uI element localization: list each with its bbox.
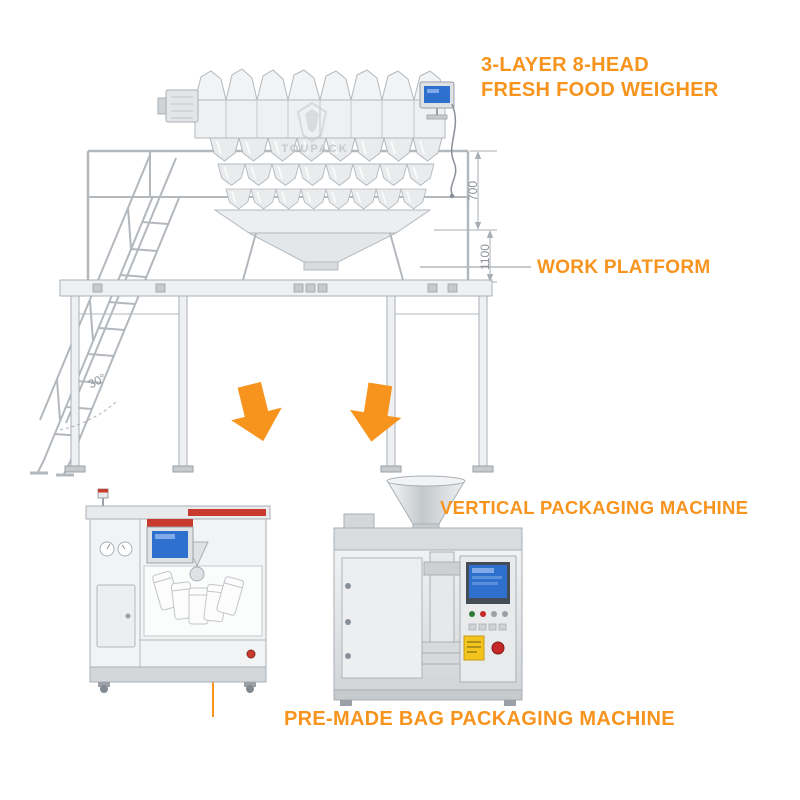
dimension-annotations <box>59 150 497 431</box>
ladder-illustration <box>30 154 180 477</box>
vertical-packaging-machine-illustration <box>333 475 523 706</box>
platform-illustration <box>59 149 494 473</box>
weigher-label-line2: FRESH FOOD WEIGHER <box>481 79 719 101</box>
vertical-machine-label: VERTICAL PACKAGING MACHINE <box>440 497 749 518</box>
premade-machine-label: PRE-MADE BAG PACKAGING MACHINE <box>284 708 675 730</box>
weigher-label: 3-LAYER 8-HEAD FRESH FOOD WEIGHER <box>481 53 719 103</box>
down-arrow-left-icon <box>231 381 282 442</box>
toupack-watermark-logo <box>296 101 328 143</box>
weigher-label-line1: 3-LAYER 8-HEAD <box>481 54 649 76</box>
dimension-700-label: 700 <box>466 180 480 202</box>
work-platform-label: WORK PLATFORM <box>537 257 711 278</box>
toupack-watermark-text: TOUPACK <box>281 143 349 155</box>
weigher-control-screen <box>419 81 457 199</box>
premade-bag-machine-illustration <box>85 488 271 693</box>
down-arrow-right-icon <box>350 382 402 442</box>
weigher-illustration <box>157 68 457 281</box>
dimension-1100-label: 1100 <box>478 244 492 270</box>
